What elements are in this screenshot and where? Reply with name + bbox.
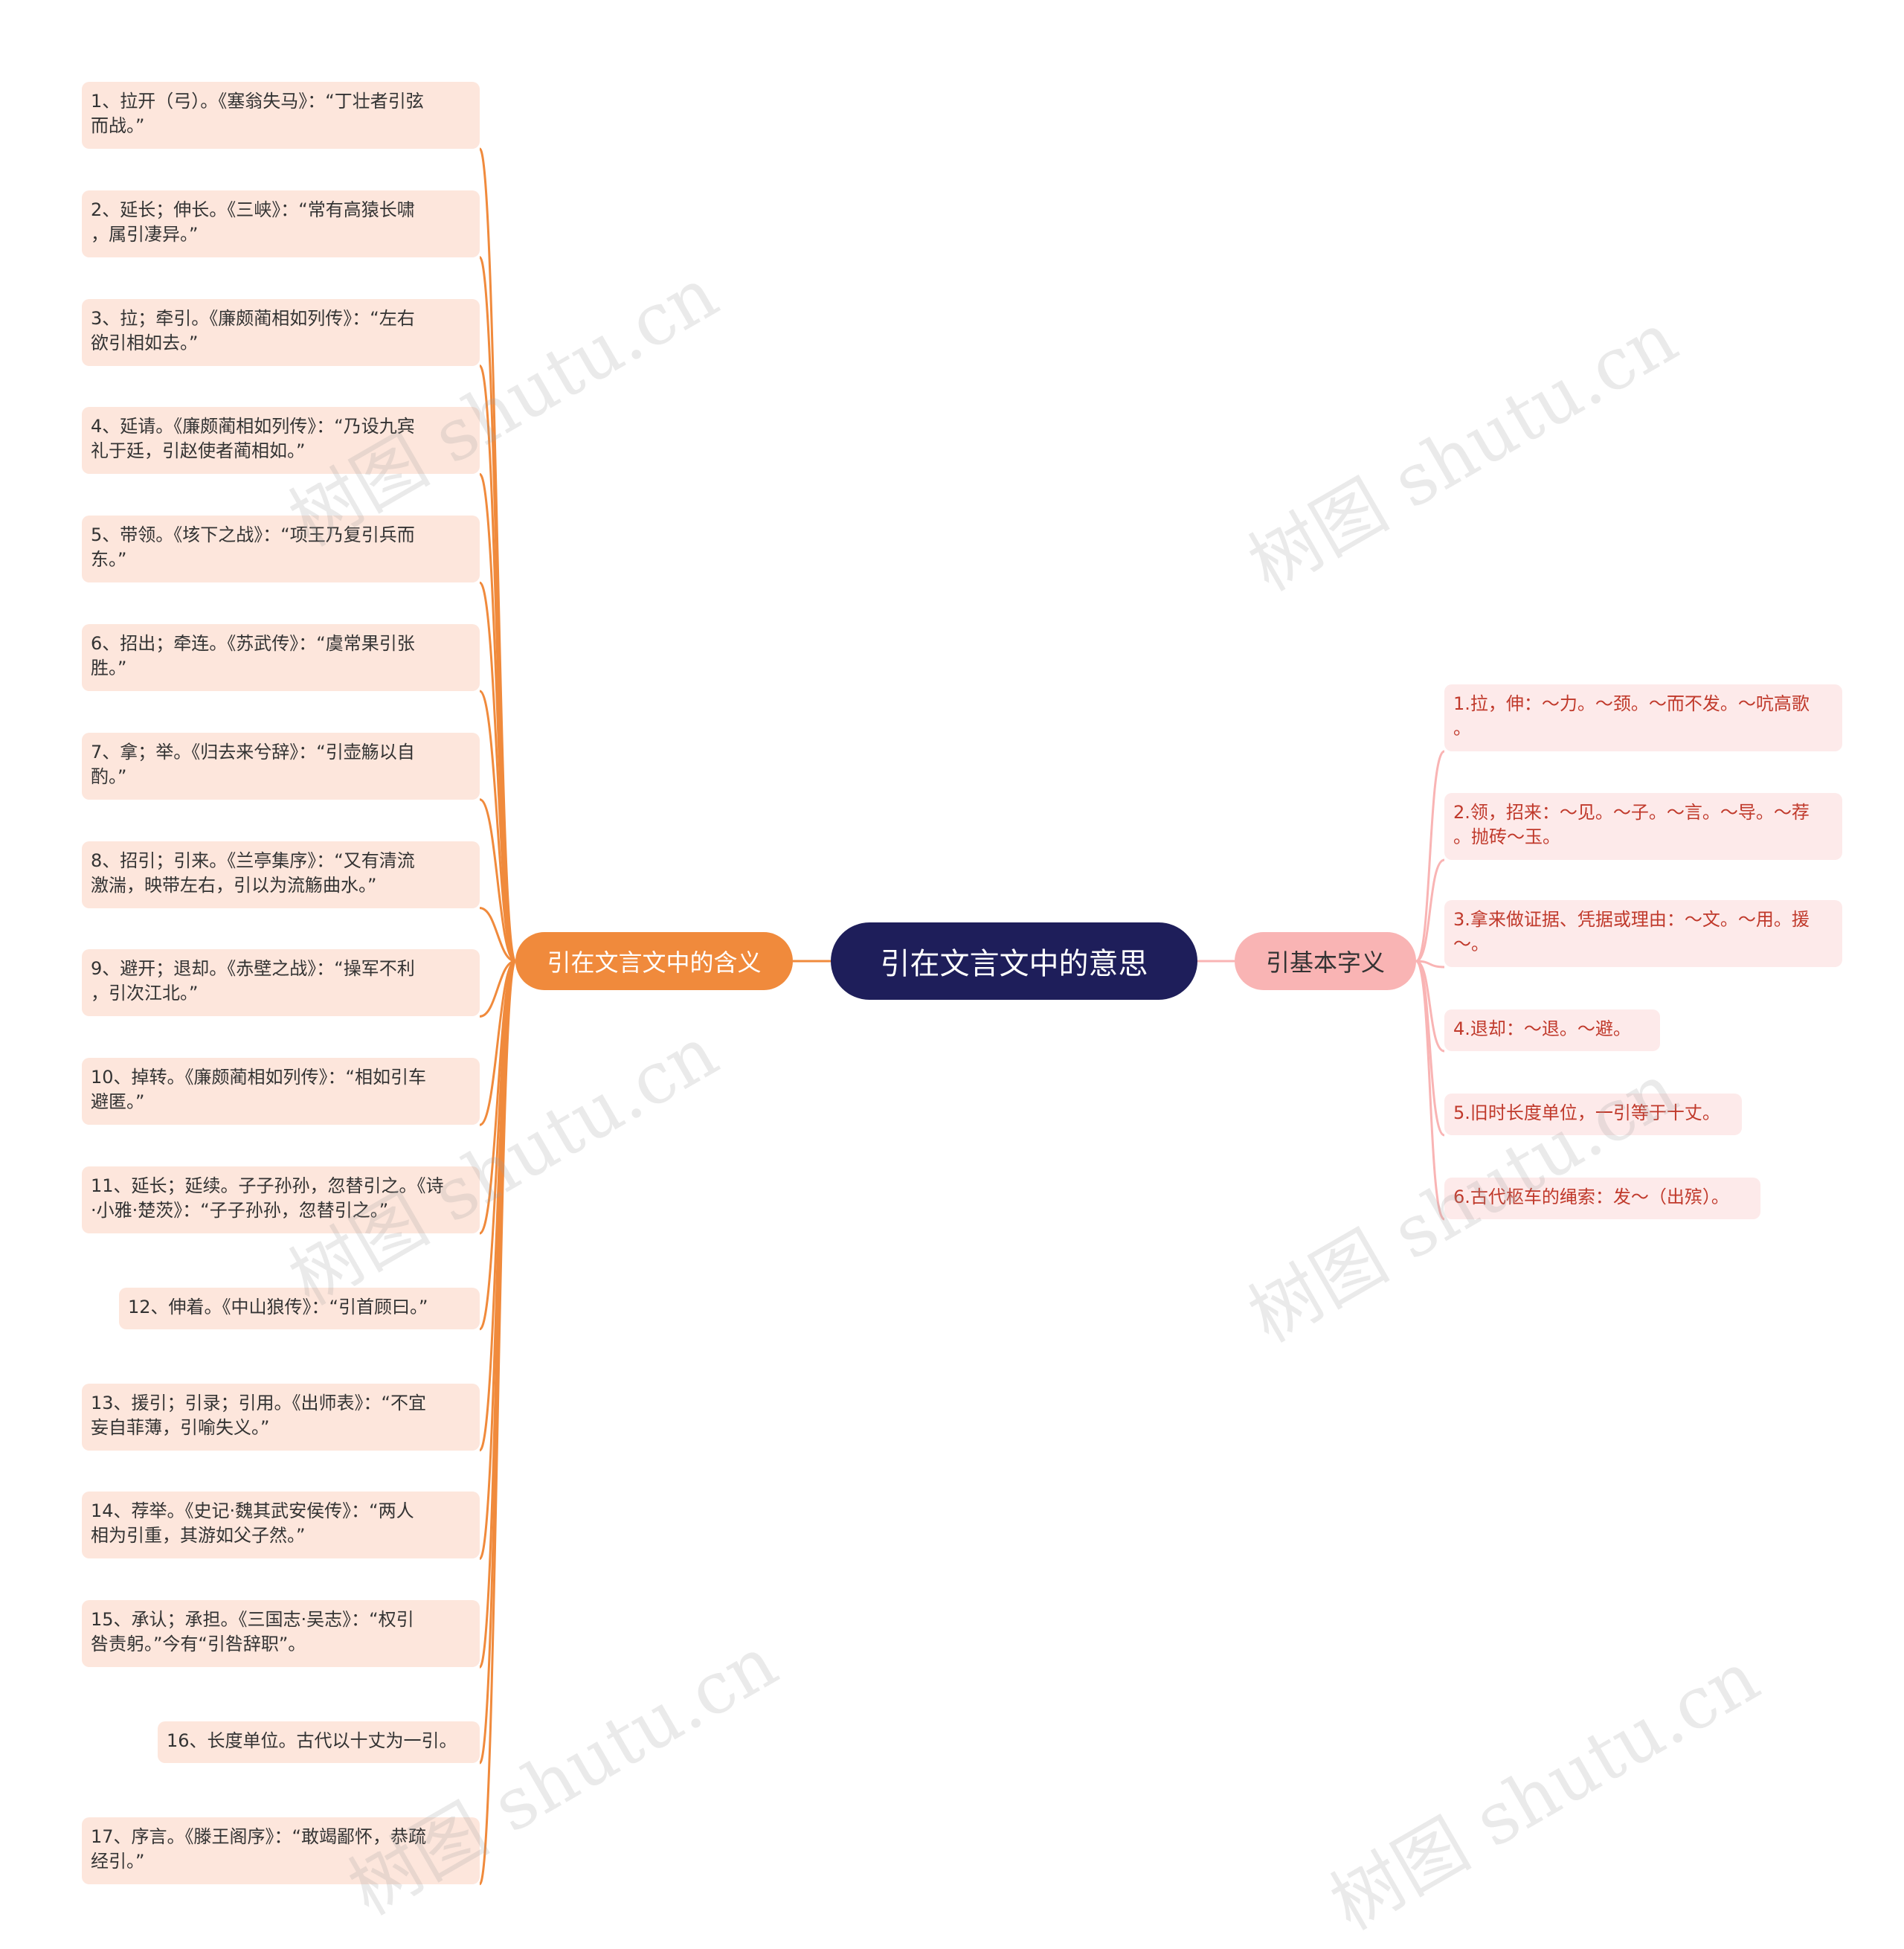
connector-line: [478, 581, 517, 963]
root-topic-label: 引在文言文中的意思: [880, 947, 1148, 981]
meaning-item-text: 5、带领。《垓下之战》：“项王乃复引兵而: [91, 524, 415, 546]
meaning-item-text: 而战。”: [91, 115, 145, 136]
basic-meaning-item-text: 3.拿来做证据、凭据或理由：～文。～用。援: [1453, 909, 1810, 930]
connector-line: [479, 907, 516, 963]
basic-meaning-item-text: 。抛砖～玉。: [1453, 826, 1560, 847]
meaning-item-text: 10、掉转。《廉颇蔺相如列传》：“相如引车: [91, 1067, 426, 1088]
basic-meaning-item-text: 。: [1453, 718, 1471, 739]
connector-line: [1415, 960, 1446, 1221]
basic-meaning-item-text: 5.旧时长度单位，一引等于十丈。: [1453, 1102, 1720, 1123]
basic-meaning-item-text: 6.古代柩车的绳索：发～（出殡）。: [1453, 1187, 1729, 1207]
branch-meanings-label: 引在文言文中的含义: [547, 948, 762, 977]
meaning-item[interactable]: 11、延长；延续。子子孙孙，忽替引之。《诗 ·小雅·楚茨》：“子子孙孙，忽替引之。…: [82, 1166, 480, 1233]
meaning-item-text: 相为引重，其游如父子然。”: [91, 1525, 306, 1547]
meaning-item[interactable]: 12、伸着。《中山狼传》：“引首顾曰。”: [119, 1287, 480, 1329]
meaning-item-text: 6、招出；牵连。《苏武传》：“虞常果引张: [91, 633, 415, 654]
branch-meanings[interactable]: 引在文言文中的含义: [515, 932, 793, 990]
meaning-item-text: 咎责躬。”今有“引咎辞职”。: [91, 1634, 306, 1655]
basic-meaning-item-text: 1.拉，伸：～力。～颈。～而不发。～吭高歌: [1453, 693, 1810, 714]
meaning-item[interactable]: 6、招出；牵连。《苏武传》：“虞常果引张胜。”: [82, 624, 480, 691]
meaning-item-text: ，引次江北。”: [91, 983, 199, 1004]
basic-meaning-item-text: 4.退却：～退。～避。: [1453, 1018, 1631, 1039]
basic-meaning-item[interactable]: 1.拉，伸：～力。～颈。～而不发。～吭高歌。: [1444, 684, 1842, 751]
meaning-item[interactable]: 2、延长；伸长。《三峡》：“常有高猿长啸 ，属引凄异。”: [82, 190, 480, 257]
meaning-item-text: 12、伸着。《中山狼传》：“引首顾曰。”: [128, 1296, 428, 1317]
branch-basic-meanings-label: 引基本字义: [1265, 948, 1385, 977]
meaning-item[interactable]: 13、援引；引录；引用。《出师表》：“不宜妄自菲薄，引喻失义。”: [82, 1383, 480, 1451]
basic-meaning-item-text: 2.领，招来：～见。～子。～言。～导。～荐: [1453, 802, 1810, 823]
meaning-item[interactable]: 3、拉；牵引。《廉颇蔺相如列传》：“左右欲引相如去。”: [82, 298, 480, 366]
meaning-item-text: 7、拿；举。《归去来兮辞》：“引壶觞以自: [91, 741, 415, 762]
connector-line: [1415, 960, 1445, 969]
meaning-item-text: 4、延请。《廉颇蔺相如列传》：“乃设九宾: [91, 416, 415, 437]
meaning-item-text: 14、荐举。《史记·魏其武安侯传》：“两人: [91, 1500, 414, 1522]
meaning-item[interactable]: 1、拉开（弓）。《塞翁失马》：“丁壮者引弦而战。”: [82, 82, 480, 149]
meaning-item-text: 15、承认；承担。《三国志·吴志》：“权引: [91, 1609, 414, 1631]
meaning-item[interactable]: 8、招引；引来。《兰亭集序》：“又有清流激湍，映带左右，引以为流觞曲水。”: [82, 841, 480, 908]
basic-meaning-item[interactable]: 2.领，招来：～见。～子。～言。～导。～荐。抛砖～玉。: [1444, 793, 1842, 860]
meaning-item-text: 胜。”: [91, 658, 127, 678]
meaning-item-text: 8、招引；引来。《兰亭集序》：“又有清流: [91, 850, 415, 871]
meaning-item-text: 13、援引；引录；引用。《出师表》：“不宜: [91, 1392, 426, 1413]
connector-line: [1415, 750, 1445, 963]
meaning-item-text: 妄自菲薄，引喻失义。”: [91, 1416, 270, 1438]
meaning-item-text: 欲引相如去。”: [91, 332, 199, 353]
connector-lines: [478, 147, 1446, 1886]
connector-line: [478, 960, 517, 1886]
connector-line: [1415, 858, 1445, 963]
root-topic[interactable]: 引在文言文中的意思: [831, 922, 1197, 1000]
meaning-item-text: 经引。”: [91, 1850, 145, 1872]
basic-meaning-item[interactable]: 5.旧时长度单位，一引等于十丈。: [1444, 1094, 1742, 1135]
meaning-item[interactable]: 15、承认；承担。《三国志·吴志》：“权引咎责躬。”今有“引咎辞职”。: [82, 1600, 480, 1668]
meaning-item-text: 1、拉开（弓）。《塞翁失马》：“丁壮者引弦: [91, 91, 424, 112]
meaning-item-text: 9、避开；退却。《赤壁之战》：“操军不利: [91, 958, 415, 980]
connector-line: [479, 798, 516, 963]
meaning-item-text: ·小雅·楚茨》：“子子孙孙，忽替引之。”: [91, 1200, 389, 1221]
connector-line: [478, 256, 517, 963]
connector-line: [479, 960, 516, 1018]
basic-meaning-item[interactable]: 4.退却：～退。～避。: [1444, 1009, 1660, 1051]
connector-line: [479, 960, 516, 1126]
meaning-item-text: 2、延长；伸长。《三峡》：“常有高猿长啸: [91, 199, 415, 220]
meaning-item-text: 避匿。”: [91, 1091, 145, 1113]
basic-meaning-item[interactable]: 3.拿来做证据、凭据或理由：～文。～用。援 ～。: [1444, 900, 1842, 967]
meaning-item-text: 礼于廷，引赵使者蔺相如。”: [91, 440, 306, 462]
basic-meaning-item-text: ～。: [1453, 934, 1489, 954]
meaning-item[interactable]: 5、带领。《垓下之战》：“项王乃复引兵而东。”: [82, 516, 480, 583]
meaning-item-text: 酌。”: [91, 765, 127, 787]
meaning-item-text: 16、长度单位。古代以十丈为一引。: [167, 1730, 457, 1751]
meaning-item[interactable]: 16、长度单位。古代以十丈为一引。: [158, 1721, 480, 1763]
meaning-item[interactable]: 9、避开；退却。《赤壁之战》：“操军不利 ，引次江北。”: [82, 949, 480, 1017]
meaning-item[interactable]: 7、拿；举。《归去来兮辞》：“引壶觞以自酌。”: [82, 732, 480, 800]
meaning-item-text: 17、序言。《滕王阁序》：“敢竭鄙怀，恭疏: [91, 1826, 426, 1847]
meaning-item-text: 东。”: [91, 549, 127, 571]
meaning-item[interactable]: 17、序言。《滕王阁序》：“敢竭鄙怀，恭疏经引。”: [82, 1817, 480, 1884]
basic-meaning-item[interactable]: 6.古代柩车的绳索：发～（出殡）。: [1444, 1178, 1760, 1219]
meaning-item[interactable]: 14、荐举。《史记·魏其武安侯传》：“两人相为引重，其游如父子然。”: [82, 1492, 480, 1559]
meaning-item-text: ，属引凄异。”: [91, 223, 199, 245]
branch-basic-meanings[interactable]: 引基本字义: [1235, 932, 1416, 990]
connector-line: [478, 690, 517, 963]
meaning-item-text: 3、拉；牵引。《廉颇蔺相如列传》：“左右: [91, 307, 415, 329]
meaning-item[interactable]: 10、掉转。《廉颇蔺相如列传》：“相如引车避匿。”: [82, 1058, 480, 1126]
meaning-item-text: 11、延长；延续。子子孙孙，忽替引之。《诗: [91, 1175, 444, 1196]
meaning-item[interactable]: 4、延请。《廉颇蔺相如列传》：“乃设九宾礼于廷，引赵使者蔺相如。”: [82, 407, 480, 475]
meaning-item-text: 激湍，映带左右，引以为流觞曲水。”: [91, 874, 377, 896]
